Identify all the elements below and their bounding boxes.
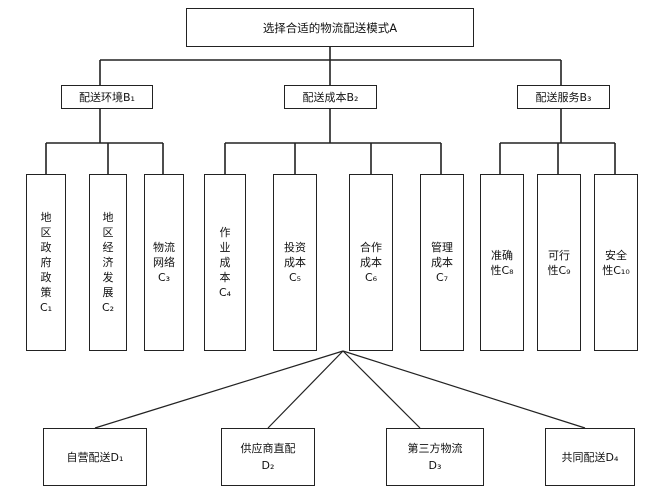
subcriterion-c7: 管理 成本 C₇ <box>420 174 464 351</box>
c2-line: 济 <box>102 256 114 269</box>
c2-line: 区 <box>102 226 114 239</box>
c9-line: 性C₉ <box>547 263 571 277</box>
d2-line: D₂ <box>261 459 275 472</box>
d2-line: 供应商直配 <box>240 442 296 455</box>
c5-line: 投资 <box>284 241 306 254</box>
c8-line: 准确 <box>491 248 513 262</box>
c7-line: 管理 <box>431 241 453 254</box>
d3-line: 第三方物流 <box>407 442 463 455</box>
subcriterion-c10: 安全 性C₁₀ <box>594 174 638 351</box>
c4-line: 成 <box>219 256 231 269</box>
criterion-b1: 配送环境B₁ <box>61 85 153 109</box>
c1-line: 地 <box>40 211 52 224</box>
criterion-b2-label: 配送成本B₂ <box>302 91 359 104</box>
c2-line: 展 <box>102 286 114 299</box>
c1-line: 政 <box>40 271 52 284</box>
criterion-b3-label: 配送服务B₃ <box>535 91 592 104</box>
c7-line: C₇ <box>435 271 449 284</box>
c2-line: C₂ <box>101 301 115 314</box>
c1-line: 区 <box>40 226 52 239</box>
criterion-b3: 配送服务B₃ <box>517 85 610 109</box>
goal-node: 选择合适的物流配送模式A <box>186 8 474 47</box>
c6-line: 成本 <box>360 256 382 269</box>
c1-line: C₁ <box>39 301 53 314</box>
c7-line: 成本 <box>431 256 453 269</box>
criterion-b2: 配送成本B₂ <box>284 85 377 109</box>
subcriterion-c5: 投资 成本 C₅ <box>273 174 317 351</box>
c2-line: 经 <box>102 241 114 254</box>
subcriterion-c9: 可行 性C₉ <box>537 174 581 351</box>
connector-to-d1 <box>94 350 344 429</box>
c5-line: 成本 <box>284 256 306 269</box>
criterion-b1-label: 配送环境B₁ <box>79 91 135 104</box>
subcriterion-c3: 物流 网络 C₃ <box>144 174 184 351</box>
c3-line: 网络 <box>153 256 175 269</box>
c10-line: 安全 <box>605 248 627 262</box>
subcriterion-c8: 准确 性C₈ <box>480 174 524 351</box>
d3-line: D₃ <box>428 459 442 472</box>
d4-line: 共同配送D₄ <box>561 451 619 464</box>
c9-line: 可行 <box>548 248 570 262</box>
alternative-d3: 第三方物流 D₃ <box>386 428 484 486</box>
goal-label: 选择合适的物流配送模式A <box>262 20 398 35</box>
c2-line: 发 <box>102 271 114 284</box>
c4-line: C₄ <box>218 286 232 299</box>
subcriterion-c4: 作 业 成 本 C₄ <box>204 174 246 351</box>
c5-line: C₅ <box>288 271 302 284</box>
connector-to-d3 <box>342 350 421 429</box>
c4-line: 业 <box>219 241 231 254</box>
c10-line: 性C₁₀ <box>602 263 630 277</box>
c2-line: 地 <box>102 211 114 224</box>
subcriterion-c1: 地 区 政 府 政 策 C₁ <box>26 174 66 351</box>
c1-line: 策 <box>40 286 52 299</box>
subcriterion-c6: 合作 成本 C₆ <box>349 174 393 351</box>
alternative-d4: 共同配送D₄ <box>545 428 635 486</box>
d1-line: 自营配送D₁ <box>66 451 124 464</box>
alternative-d1: 自营配送D₁ <box>43 428 147 486</box>
c3-line: 物流 <box>153 241 175 254</box>
c4-line: 作 <box>219 226 231 239</box>
connector-to-d2 <box>267 350 344 429</box>
c8-line: 性C₈ <box>490 263 514 277</box>
c6-line: C₆ <box>364 271 378 284</box>
c1-line: 政 <box>40 241 52 254</box>
connector-to-d4 <box>342 350 586 429</box>
c1-line: 府 <box>40 256 52 269</box>
c4-line: 本 <box>219 271 231 284</box>
c6-line: 合作 <box>360 241 382 254</box>
alternative-d2: 供应商直配 D₂ <box>221 428 315 486</box>
subcriterion-c2: 地 区 经 济 发 展 C₂ <box>89 174 127 351</box>
c3-line: C₃ <box>157 271 171 284</box>
